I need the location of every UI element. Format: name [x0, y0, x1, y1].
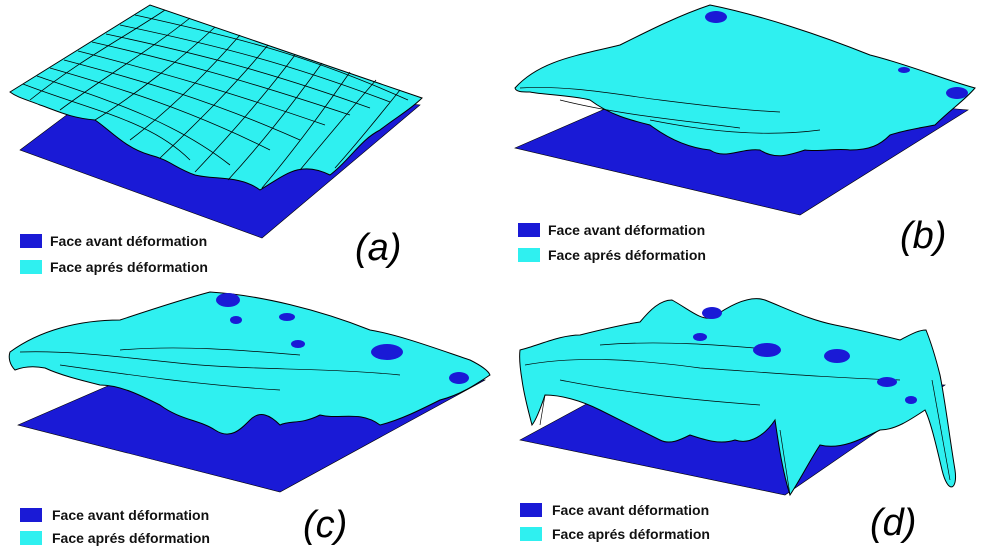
- panel-c-label: (c): [303, 504, 347, 546]
- panel-b-legend: Face avant déformation Face aprés déform…: [518, 222, 706, 263]
- panel-d-legend-swatch-after: [520, 527, 542, 541]
- panel-c-legend-before: Face avant déformation: [52, 507, 209, 523]
- panel-b-exposed-patch: [705, 11, 727, 23]
- panel-c-exposed-patch: [449, 372, 469, 384]
- panel-d-legend-swatch-before: [520, 503, 542, 517]
- panel-b-label: (b): [900, 215, 946, 257]
- panel-c-exposed-patch: [291, 340, 305, 348]
- panel-a-legend-before: Face avant déformation: [50, 233, 207, 249]
- panel-d-surface-lines: [524, 342, 951, 496]
- panel-a-face-after: [9, 4, 423, 191]
- panel-c-surface-lines: [19, 347, 401, 391]
- panel-d-exposed-patch: [877, 377, 897, 387]
- panel-d-exposed-patch: [753, 343, 781, 357]
- panel-d-label: (d): [870, 502, 916, 544]
- panel-c-face-after: [8, 291, 491, 435]
- panel-c-legend: Face avant déformation Face aprés déform…: [20, 507, 210, 546]
- panel-c: Face avant déformation Face aprés déform…: [8, 291, 491, 546]
- panel-b: Face avant déformation Face aprés déform…: [514, 4, 976, 263]
- panel-d-exposed-patch: [905, 396, 917, 404]
- panel-d-exposed-patch: [824, 349, 850, 363]
- panel-c-exposed-patch: [371, 344, 403, 360]
- panel-b-legend-swatch-before: [518, 223, 540, 237]
- panel-d-legend-before: Face avant déformation: [552, 502, 709, 518]
- panel-a: Face avant déformation Face aprés déform…: [9, 4, 423, 275]
- panel-d-legend-after: Face aprés déformation: [552, 526, 710, 542]
- panel-c-exposed-patch: [216, 293, 240, 307]
- panel-c-legend-swatch-after: [20, 531, 42, 545]
- panel-b-surface-lines: [519, 87, 821, 134]
- panel-b-legend-before: Face avant déformation: [548, 222, 705, 238]
- panel-b-legend-after: Face aprés déformation: [548, 247, 706, 263]
- panel-b-exposed-patch: [946, 87, 968, 99]
- panel-a-mesh: [22, 9, 409, 189]
- panel-b-exposed-patch: [898, 67, 910, 73]
- panel-c-legend-after: Face aprés déformation: [52, 530, 210, 546]
- panel-b-face-after: [514, 4, 976, 157]
- panel-a-legend-swatch-before: [20, 234, 42, 248]
- panel-d-exposed-patch: [693, 333, 707, 341]
- panel-d: Face avant déformation Face aprés déform…: [519, 298, 957, 544]
- panel-b-legend-swatch-after: [518, 248, 540, 262]
- panel-d-legend: Face avant déformation Face aprés déform…: [520, 502, 710, 542]
- panel-c-exposed-patch: [279, 313, 295, 321]
- panel-d-exposed-patch: [702, 307, 722, 319]
- panel-c-legend-swatch-before: [20, 508, 42, 522]
- panel-a-legend-swatch-after: [20, 260, 42, 274]
- panel-a-label: (a): [355, 227, 401, 269]
- panel-a-legend: Face avant déformation Face aprés déform…: [20, 233, 208, 275]
- panel-a-legend-after: Face aprés déformation: [50, 259, 208, 275]
- panel-c-exposed-patch: [230, 316, 242, 324]
